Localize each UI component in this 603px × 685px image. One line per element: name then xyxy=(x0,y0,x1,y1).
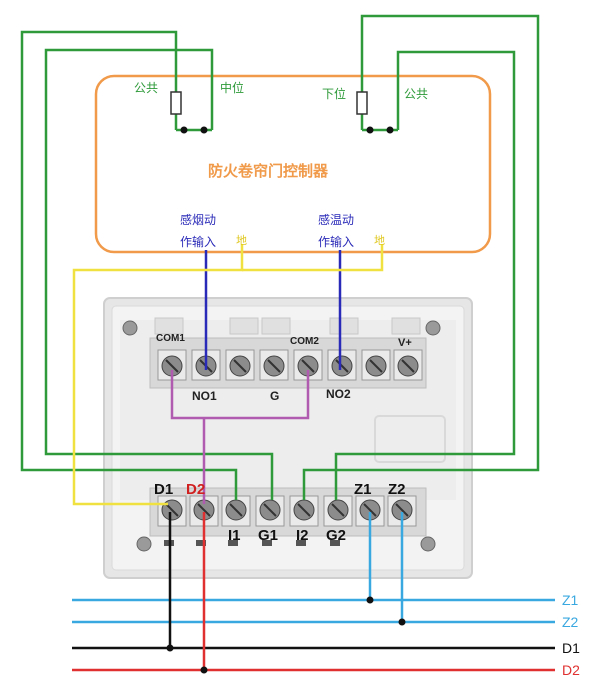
label-mid-position: 中位 xyxy=(220,80,244,95)
label-ground-left: 地 xyxy=(236,234,247,247)
terminal-i1[interactable] xyxy=(221,495,251,527)
terminal-blank-1[interactable] xyxy=(225,349,255,381)
label-d1: D1 xyxy=(154,481,173,498)
terminal-i2[interactable] xyxy=(289,495,319,527)
label-i1: I1 xyxy=(228,527,241,544)
corner-screw-tr xyxy=(425,320,441,336)
label-com1: COM1 xyxy=(156,333,185,344)
label-no2: NO2 xyxy=(326,387,351,401)
terminal-z1[interactable] xyxy=(355,495,385,527)
label-g: G xyxy=(270,389,279,403)
terminal-d1[interactable] xyxy=(157,495,187,527)
label-smoke-input-2: 作输入 xyxy=(180,234,216,249)
terminal-z2[interactable] xyxy=(387,495,417,527)
label-smoke-input-1: 感烟动 xyxy=(180,212,216,227)
bus-label-d2: D2 xyxy=(562,662,580,678)
label-i2: I2 xyxy=(296,527,309,544)
label-common-left: 公共 xyxy=(134,81,158,95)
corner-screw-tl xyxy=(122,320,138,336)
label-g2: G2 xyxy=(326,527,346,544)
label-temp-input-1: 感温动 xyxy=(318,212,354,227)
controller-box xyxy=(94,74,492,254)
corner-screw-br xyxy=(420,536,436,552)
label-ground-right: 地 xyxy=(374,234,385,247)
controller-title: 防火卷帘门控制器 xyxy=(208,162,329,180)
bus-label-z1: Z1 xyxy=(562,592,579,608)
terminal-no2[interactable] xyxy=(327,349,357,381)
bus-label-z2: Z2 xyxy=(562,614,579,630)
corner-screw-bl xyxy=(136,536,152,552)
purple-wires xyxy=(170,370,310,504)
bus-lines xyxy=(72,512,555,672)
green-wires xyxy=(20,14,540,500)
label-d2: D2 xyxy=(186,481,205,498)
terminal-blank-2[interactable] xyxy=(361,349,391,381)
label-z1: Z1 xyxy=(354,481,372,498)
terminal-g2[interactable] xyxy=(323,495,353,527)
label-g1: G1 xyxy=(258,527,278,544)
label-z2: Z2 xyxy=(388,481,406,498)
label-lower-position: 下位 xyxy=(322,86,346,101)
resistor-right xyxy=(356,91,368,115)
label-common-right: 公共 xyxy=(404,87,428,101)
yellow-wire xyxy=(72,244,384,506)
bus-label-d1: D1 xyxy=(562,640,580,656)
terminal-com1[interactable] xyxy=(157,349,187,381)
label-temp-input-2: 作输入 xyxy=(318,234,354,249)
label-vplus: V+ xyxy=(398,337,412,349)
bus-junction-dots xyxy=(166,596,406,674)
terminal-g1[interactable] xyxy=(255,495,285,527)
label-com2: COM2 xyxy=(290,336,319,347)
terminal-g[interactable] xyxy=(259,349,289,381)
label-no1: NO1 xyxy=(192,389,217,403)
resistor-left xyxy=(170,91,182,115)
terminal-vplus[interactable] xyxy=(393,349,423,381)
